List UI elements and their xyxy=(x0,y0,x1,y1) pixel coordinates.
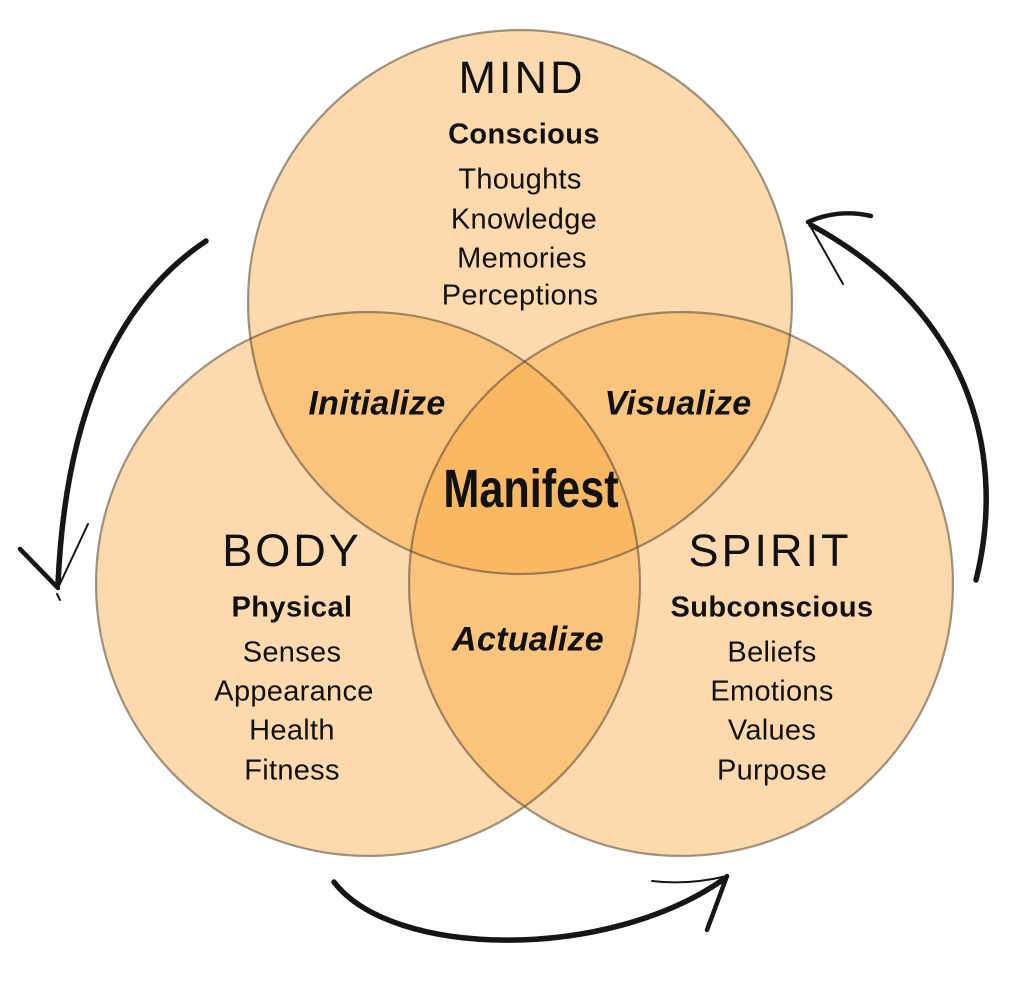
overlap-label-mind-body: Initialize xyxy=(308,384,446,423)
mind-item-memories: Memories xyxy=(457,242,587,275)
body-item-health: Health xyxy=(249,714,335,747)
venn-circle-outlines xyxy=(94,28,955,858)
mind-circle-subtitle: Conscious xyxy=(448,118,600,151)
spirit-item-purpose: Purpose xyxy=(716,754,828,787)
spirit-item-emotions: Emotions xyxy=(710,675,834,708)
body-item-fitness: Fitness xyxy=(244,754,340,787)
mind-circle-outline xyxy=(246,28,794,576)
mind-item-thoughts: Thoughts xyxy=(458,163,582,196)
overlap-label-body-spirit: Actualize xyxy=(452,620,604,659)
body-circle-outline xyxy=(94,310,642,858)
spirit-circle xyxy=(409,312,953,856)
cycle-arrow-bottom-icon xyxy=(331,873,730,943)
cycle-arrow-right-icon xyxy=(805,211,989,583)
spirit-item-beliefs: Beliefs xyxy=(727,636,817,669)
center-label-manifest: Manifest xyxy=(443,459,619,519)
mind-item-perceptions: Perceptions xyxy=(441,279,599,312)
mind-item-knowledge: Knowledge xyxy=(450,203,598,236)
body-item-appearance: Appearance xyxy=(214,675,374,708)
spirit-item-values: Values xyxy=(727,714,817,747)
overlap-label-mind-spirit: Visualize xyxy=(604,384,752,423)
spirit-circle-title: SPIRIT xyxy=(688,525,852,576)
spirit-circle-outline xyxy=(407,310,955,858)
spirit-circle-subtitle: Subconscious xyxy=(670,591,874,624)
venn-circle-fills xyxy=(96,30,953,856)
body-circle-title: BODY xyxy=(222,525,362,576)
mind-circle-title: MIND xyxy=(458,52,586,103)
body-circle xyxy=(96,312,640,856)
cycle-arrow-left-icon xyxy=(17,238,209,601)
body-circle-subtitle: Physical xyxy=(231,591,353,624)
body-item-senses: Senses xyxy=(242,636,342,669)
mind-circle xyxy=(248,30,792,574)
